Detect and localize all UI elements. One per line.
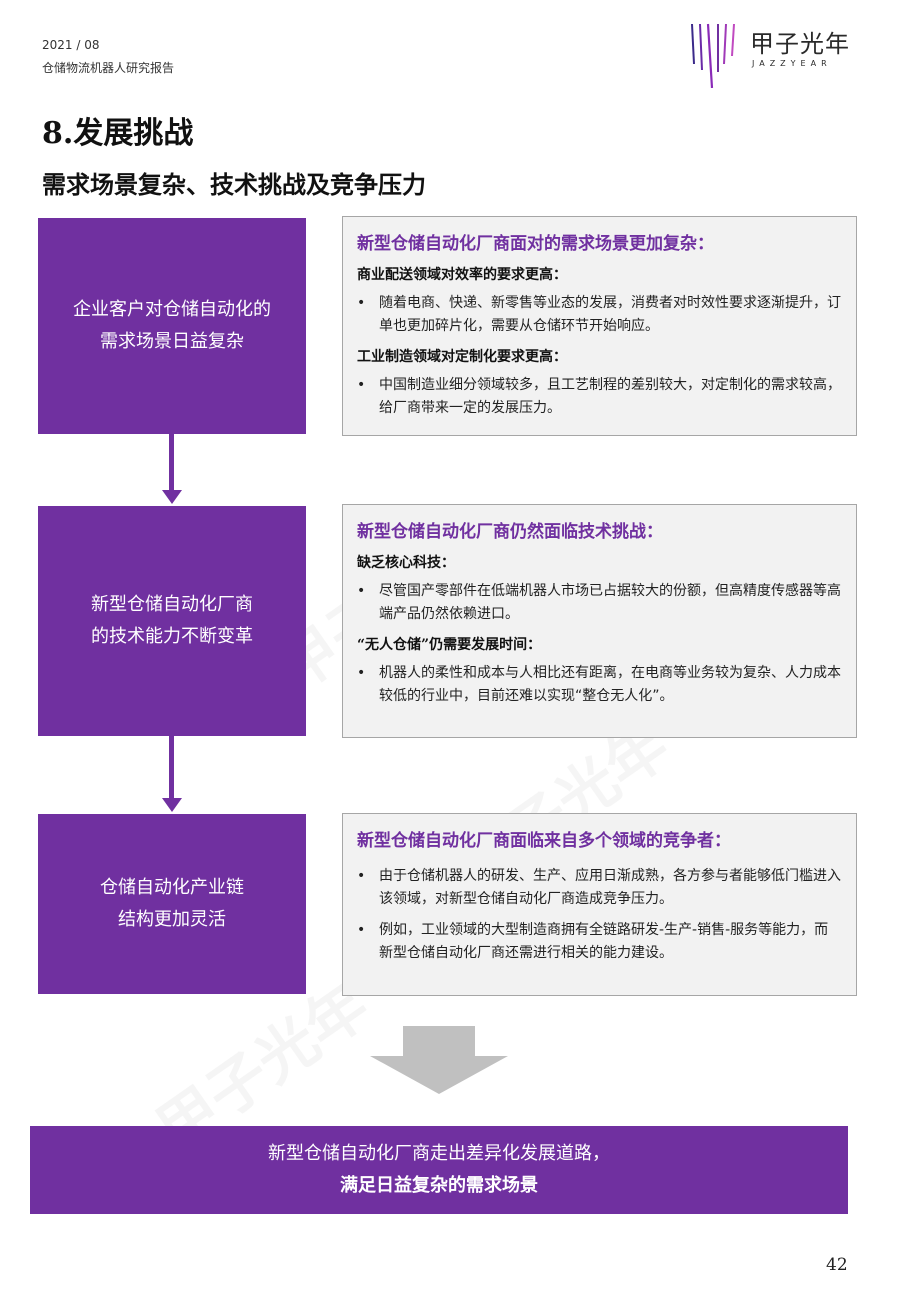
detail-box-competition: 新型仓储自动化厂商面临来自多个领域的竞争者： •由于仓储机器人的研发、生产、应用… [342,813,857,996]
detail-subheading: 工业制造领域对定制化要求更高： [357,349,567,365]
conclusion-line: 新型仓储自动化厂商走出差异化发展道路， [268,1143,610,1164]
detail-box-technology: 新型仓储自动化厂商仍然面临技术挑战： 缺乏核心科技： •尽管国产零部件在低端机器… [342,504,857,738]
challenge-label: 需求场景日益复杂 [100,331,244,352]
bullet-icon: • [357,583,366,599]
challenge-box-competition: 仓储自动化产业链 结构更加灵活 [38,814,306,994]
detail-bullet: •机器人的柔性和成本与人相比还有距离，在电商等业务较为复杂、人力成本较低的行业中… [357,662,842,708]
detail-subheading: 缺乏核心科技： [357,555,455,571]
bullet-icon: • [357,665,366,681]
conclusion-box: 新型仓储自动化厂商走出差异化发展道路， 满足日益复杂的需求场景 [30,1126,848,1214]
report-date: 2021 / 08 [42,38,100,52]
detail-heading: 新型仓储自动化厂商仍然面临技术挑战： [357,522,663,542]
challenge-label: 企业客户对仓储自动化的 [73,299,271,320]
grey-down-arrow-icon [370,1026,508,1094]
detail-heading: 新型仓储自动化厂商面临来自多个领域的竞争者： [357,831,731,851]
detail-subheading: “无人仓储”仍需要发展时间： [357,637,542,653]
detail-subheading: 商业配送领域对效率的要求更高： [357,267,567,283]
bullet-icon: • [357,868,366,884]
section-title: 8.发展挑战 [42,116,194,151]
challenge-label: 新型仓储自动化厂商 [91,594,253,615]
challenge-box-demand: 企业客户对仓储自动化的 需求场景日益复杂 [38,218,306,434]
down-arrow-icon [162,736,182,814]
brand-logo: 甲子光年 JAZZYEAR [688,18,868,90]
brand-name-en: JAZZYEAR [752,59,832,68]
detail-bullet: •由于仓储机器人的研发、生产、应用日渐成熟，各方参与者能够低门槛进入该领域，对新… [357,865,842,911]
down-arrow-icon [162,434,182,506]
detail-heading: 新型仓储自动化厂商面对的需求场景更加复杂： [357,234,714,254]
challenge-label: 的技术能力不断变革 [91,626,253,647]
challenge-box-technology: 新型仓储自动化厂商 的技术能力不断变革 [38,506,306,736]
detail-bullet: •随着电商、快递、新零售等业态的发展，消费者对时效性要求逐渐提升，订单也更加碎片… [357,292,842,338]
section-subtitle: 需求场景复杂、技术挑战及竞争压力 [42,170,426,199]
detail-box-demand: 新型仓储自动化厂商面对的需求场景更加复杂： 商业配送领域对效率的要求更高： •随… [342,216,857,436]
bullet-icon: • [357,377,366,393]
conclusion-line-bold: 满足日益复杂的需求场景 [340,1175,538,1196]
logo-bars-icon [691,23,735,88]
detail-bullet: •例如，工业领域的大型制造商拥有全链路研发-生产-销售-服务等能力，而新型仓储自… [357,919,842,965]
detail-bullet: •尽管国产零部件在低端机器人市场已占据较大的份额，但高精度传感器等高端产品仍然依… [357,580,842,626]
detail-bullet: •中国制造业细分领域较多，且工艺制程的差别较大，对定制化的需求较高，给厂商带来一… [357,374,842,420]
page-number: 42 [826,1255,848,1275]
report-title: 仓储物流机器人研究报告 [42,61,175,75]
challenge-label: 结构更加灵活 [118,909,226,930]
brand-name-cn: 甲子光年 [750,30,850,58]
bullet-icon: • [357,922,366,938]
bullet-icon: • [357,295,366,311]
challenge-label: 仓储自动化产业链 [100,877,244,898]
